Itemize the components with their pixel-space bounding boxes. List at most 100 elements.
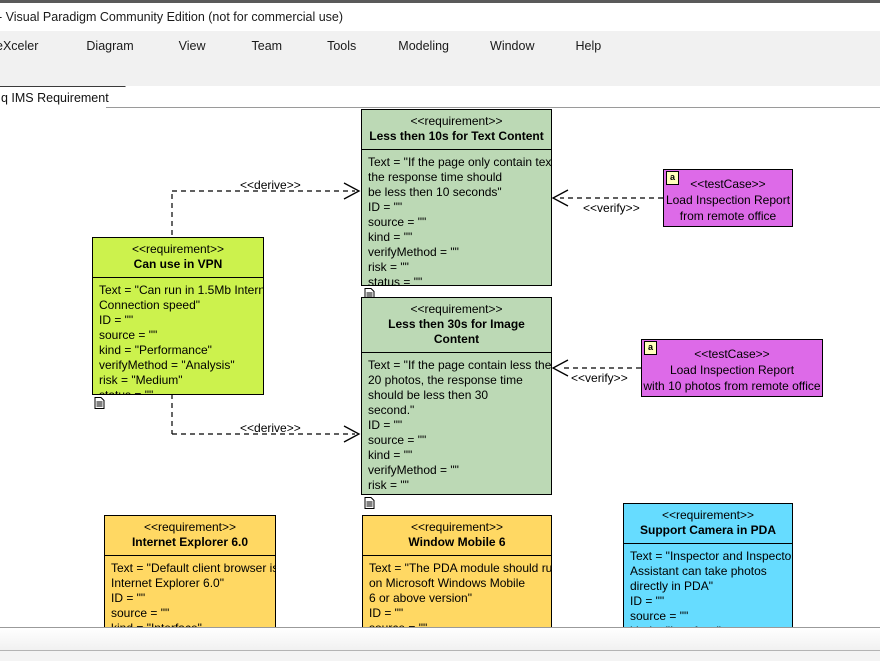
attribute-text: Text = "Default client browser is [111, 561, 276, 575]
testcase-node-load-inspection-report-with-10-photos[interactable]: a <<testCase>> Load Inspection Report wi… [641, 339, 823, 397]
attribute-id: ID = "" [369, 606, 404, 620]
attribute-text-cont-2: directly in PDA" [630, 579, 713, 593]
attribute-text-cont-1: 20 photos, the response time [368, 373, 523, 387]
testcase-line-2: with 10 photos from remote office [643, 379, 821, 393]
testcase-line-2: from remote office [679, 209, 777, 223]
attribute-text-cont-1: Connection speed" [99, 298, 200, 312]
attribute-source: source = "" [369, 621, 546, 627]
window-title: - Visual Paradigm Community Edition (not… [0, 10, 344, 24]
menu-item-tools[interactable]: Tools [327, 38, 357, 53]
requirement-node-window-mobile-6[interactable]: <<requirement>> Window Mobile 6 Text = "… [362, 515, 552, 627]
requirement-node-support-camera-in-pda[interactable]: <<requirement>> Support Camera in PDA Te… [623, 503, 793, 627]
attribute-text: Text = "If the page only contain text, [368, 155, 552, 169]
document-adornment-icon [364, 497, 375, 509]
node-stereotype: <<requirement>> [131, 242, 225, 256]
node-header: <<requirement>> Support Camera in PDA [624, 504, 792, 544]
attribute-text: Text = "The PDA module should run [369, 561, 552, 575]
attribute-kind: kind = "" [368, 230, 413, 244]
status-bar [0, 627, 880, 661]
diagram-tab-strip: q IMS Requirement [0, 86, 880, 109]
requirement-node-can-use-in-vpn[interactable]: <<requirement>> Can use in VPN Text = "C… [92, 237, 264, 395]
node-header: <<requirement>> Can use in VPN [93, 238, 263, 278]
requirement-node-less-then-30s-for-image-content[interactable]: <<requirement>> Less then 30s for Image … [361, 297, 552, 495]
attribute-verifymethod: verifyMethod = "" [368, 245, 459, 259]
attribute-text-cont-1: on Microsoft Windows Mobile [369, 576, 526, 590]
attribute-id: ID = "" [368, 200, 403, 214]
node-stereotype: <<requirement>> [410, 114, 503, 128]
menu-item-help[interactable]: Help [575, 38, 602, 53]
node-name: Internet Explorer 6.0 [131, 535, 249, 549]
attribute-text-cont-1: Assistant can take photos [630, 564, 767, 578]
attribute-text-cont-2: 6 or above version" [369, 591, 472, 605]
attribute-status: status = "" [368, 275, 423, 286]
menu-item-exceler[interactable]: eXceler [0, 38, 39, 53]
testcase-node-load-inspection-report-from-remote-office[interactable]: a <<testCase>> Load Inspection Report fr… [663, 169, 793, 227]
attribute-source: source = "" [111, 606, 170, 620]
node-attributes: Text = "Inspector and Inspector Assistan… [624, 544, 792, 627]
tab-strip-divider [106, 107, 880, 108]
requirement-node-less-then-10s-for-text-content[interactable]: <<requirement>> Less then 10s for Text C… [361, 109, 552, 286]
testcase-tag-badge: a [644, 341, 657, 355]
node-attributes: Text = "If the page contain less then 20… [362, 353, 552, 494]
title-bar: - Visual Paradigm Community Edition (not… [0, 3, 880, 31]
attribute-kind: kind = "Performance" [99, 343, 212, 357]
testcase-line-1: Load Inspection Report [665, 193, 791, 207]
attribute-kind: kind = "Interface" [111, 621, 270, 627]
edge-label-derive-text-content: <<derive>> [240, 178, 301, 192]
attribute-text-cont-3: second." [368, 403, 415, 417]
status-bar-divider [0, 650, 880, 661]
attribute-id: ID = "" [368, 418, 403, 432]
testcase-stereotype: <<testCase>> [694, 347, 770, 361]
menu-item-view[interactable]: View [178, 38, 206, 53]
node-header: <<requirement>> Internet Explorer 6.0 [105, 516, 275, 556]
edge-label-verify-image-content: <<verify>> [571, 371, 628, 385]
attribute-status: status = "" [368, 493, 546, 494]
testcase-tag-badge: a [666, 171, 679, 185]
node-attributes: Text = "Default client browser is Intern… [105, 556, 275, 627]
node-name: Less then 30s for Image Content [388, 317, 525, 346]
node-header: <<requirement>> Window Mobile 6 [363, 516, 551, 556]
attribute-id: ID = "" [99, 313, 134, 327]
attribute-verifymethod: verifyMethod = "Analysis" [99, 358, 235, 372]
attribute-text: Text = "If the page contain less then [368, 358, 552, 372]
menu-item-diagram[interactable]: Diagram [86, 38, 134, 53]
menu-item-window[interactable]: Window [490, 38, 535, 53]
attribute-source: source = "" [368, 215, 427, 229]
attribute-risk: risk = "" [368, 478, 409, 492]
node-name: Can use in VPN [133, 257, 223, 271]
attribute-text: Text = "Can run in 1.5Mb Internet [99, 283, 264, 297]
attribute-source: source = "" [630, 609, 689, 623]
tab-ims-requirement[interactable]: q IMS Requirement [0, 86, 126, 108]
menu-item-team[interactable]: Team [251, 38, 283, 53]
attribute-source: source = "" [99, 328, 158, 342]
attribute-source: source = "" [368, 433, 427, 447]
node-name: Less then 10s for Text Content [369, 129, 544, 143]
diagram-canvas[interactable]: <<derive>> <<derive>> <<verify>> <<verif… [0, 109, 880, 627]
attribute-kind: kind = "" [368, 448, 413, 462]
attribute-risk: risk = "Medium" [99, 373, 183, 387]
attribute-text: Text = "Inspector and Inspector [630, 549, 793, 563]
node-attributes: Text = "Can run in 1.5Mb Internet Connec… [93, 278, 264, 395]
node-stereotype: <<requirement>> [661, 508, 755, 522]
attribute-id: ID = "" [630, 594, 665, 608]
node-name: Support Camera in PDA [639, 523, 777, 537]
document-adornment-icon [94, 397, 105, 409]
attribute-text-cont-2: be less then 10 seconds" [368, 185, 502, 199]
testcase-stereotype: <<testCase>> [690, 177, 766, 191]
edge-label-derive-image-content: <<derive>> [240, 421, 301, 435]
attribute-text-cont-1: the response time should [368, 170, 503, 184]
node-stereotype: <<requirement>> [410, 520, 504, 534]
attribute-verifymethod: verifyMethod = "" [368, 463, 459, 477]
menu-item-modeling[interactable]: Modeling [398, 38, 450, 53]
requirement-node-internet-explorer-6[interactable]: <<requirement>> Internet Explorer 6.0 Te… [104, 515, 276, 627]
node-attributes: Text = "The PDA module should run on Mic… [363, 556, 551, 627]
attribute-status: status = "" [99, 388, 154, 395]
attribute-id: ID = "" [111, 591, 146, 605]
node-stereotype: <<requirement>> [143, 520, 237, 534]
attribute-kind: kind = "Interface" [630, 624, 787, 627]
attribute-text-cont-2: should be less then 30 [368, 388, 489, 402]
attribute-risk: risk = "" [368, 260, 409, 274]
node-name: Window Mobile 6 [408, 535, 506, 549]
attribute-text-cont-1: Internet Explorer 6.0" [111, 576, 224, 590]
